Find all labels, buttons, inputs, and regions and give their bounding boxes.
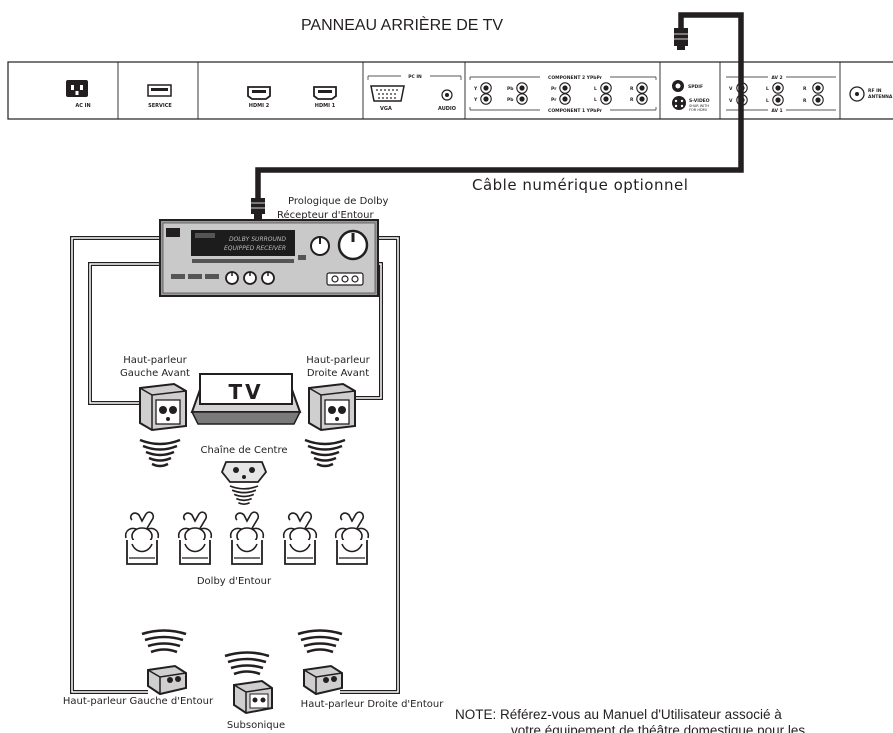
- service-label: SERVICE: [148, 103, 172, 109]
- component-2-label: COMPONENT 2 YPbPr: [548, 75, 603, 81]
- jack-label-r: R: [630, 86, 634, 92]
- svideo-label: S-VIDEO: [689, 98, 710, 104]
- listener-seat: [282, 511, 318, 565]
- receiver-label-line2: Récepteur d'Entour: [277, 209, 374, 221]
- audience-label: Dolby d'Entour: [197, 576, 272, 587]
- pc-in-group: PC IN VGA AUDIO: [367, 74, 462, 112]
- svideo-note-2: FOR HDMI: [689, 108, 707, 112]
- listener-seat: [334, 511, 370, 565]
- hdmi-2-port: HDMI 2: [247, 86, 271, 109]
- front-left-sound-waves: [138, 438, 182, 468]
- tv-label: TV: [228, 380, 263, 404]
- tv-set: TV: [190, 373, 302, 425]
- jack-label-pr: Pr: [551, 86, 557, 92]
- vga-label: VGA: [380, 106, 392, 112]
- jack-label-r: R: [630, 97, 634, 103]
- jack-label-l: L: [594, 86, 597, 92]
- jack-label-v: V: [729, 86, 733, 92]
- center-channel-speaker: [220, 461, 268, 483]
- front-left-label-line1: Haut-parleur: [123, 355, 187, 366]
- receiver-label-line1: Prologique de Dolby: [288, 196, 389, 207]
- hdmi-1-label: HDMI 1: [315, 103, 336, 109]
- receiver-volume-knob: [337, 229, 369, 261]
- front-right-label-line2: Droite Avant: [307, 368, 369, 379]
- center-sound-waves: [229, 485, 259, 506]
- component-1-label: COMPONENT 1 YPbPr: [548, 108, 603, 114]
- jack-label-y: Y: [473, 97, 478, 103]
- surround-right-sound-waves: [296, 629, 344, 654]
- surround-left-label: Haut-parleur Gauche d'Entour: [63, 696, 214, 707]
- audience: [124, 511, 370, 565]
- surround-right-label: Haut-parleur Droite d'Entour: [301, 699, 445, 710]
- surround-left-speaker: [147, 664, 187, 696]
- surround-left-sound-waves: [140, 629, 188, 654]
- pc-in-label: PC IN: [408, 74, 422, 80]
- rf-in-label: RF IN: [868, 88, 882, 94]
- jack-label-l: L: [766, 98, 769, 104]
- front-right-label-line1: Haut-parleur: [306, 355, 370, 366]
- center-channel-label: Chaîne de Centre: [200, 444, 287, 456]
- service-port: SERVICE: [147, 84, 172, 109]
- component-group: COMPONENT 2 YPbPr COMPONENT 1 YPbPr Y Pb…: [469, 75, 657, 114]
- jack-label-v: V: [729, 98, 733, 104]
- ac-in-port: AC IN: [66, 80, 91, 109]
- av-group: AV 2 AV 1 V L R V L R: [726, 75, 836, 114]
- front-left-speaker: [139, 382, 187, 432]
- av-2-label: AV 2: [771, 75, 782, 81]
- ac-in-label: AC IN: [75, 103, 90, 109]
- audio-jack: [441, 89, 453, 101]
- svideo-note-1: SHAR WITH: [689, 104, 709, 108]
- surround-right-speaker: [303, 664, 343, 696]
- listener-seat: [177, 511, 213, 565]
- spdif-label: SPDIF: [688, 84, 703, 90]
- jack-label-pr: Pr: [551, 97, 557, 103]
- receiver-display-line1: DOLBY SURROUND: [229, 236, 286, 243]
- av-1-label: AV 1: [771, 108, 782, 114]
- audio-label: AUDIO: [438, 106, 456, 112]
- listener-seat: [229, 511, 265, 565]
- optical-cable: [251, 12, 744, 219]
- subwoofer: [233, 679, 273, 715]
- jack-label-pb: Pb: [507, 97, 514, 103]
- jack-label-pb: Pb: [507, 86, 514, 92]
- jack-label-l: L: [594, 97, 597, 103]
- note-line-2: votre équipement de théâtre domestique p…: [511, 723, 805, 733]
- front-right-speaker: [308, 382, 356, 432]
- front-right-sound-waves: [303, 438, 347, 468]
- hdmi-2-label: HDMI 2: [249, 103, 270, 109]
- note-line-1: NOTE: Référez-vous au Manuel d'Utilisate…: [455, 707, 782, 722]
- spdif-svideo-group: SPDIF S-VIDEO SHAR WITH FOR HDMI: [672, 80, 710, 112]
- cable-label: Câble numérique optionnel: [472, 176, 688, 194]
- rf-in-port: RF IN ANTENNA: [849, 86, 893, 102]
- hdmi-1-port: HDMI 1: [313, 86, 337, 109]
- jack-label-l: L: [766, 86, 769, 92]
- jack-label-r: R: [803, 86, 807, 92]
- panel-title: PANNEAU ARRIÈRE DE TV: [301, 15, 503, 34]
- subwoofer-label: Subsonique: [227, 720, 285, 731]
- receiver-display-line2: EQUIPPED RECEIVER: [224, 245, 286, 252]
- speaker-wiring: [70, 236, 400, 694]
- front-left-label-line2: Gauche Avant: [120, 368, 190, 379]
- dolby-receiver: DOLBY SURROUND EQUIPPED RECEIVER: [159, 219, 379, 297]
- jack-label-r: R: [803, 98, 807, 104]
- subwoofer-sound-waves: [223, 651, 271, 676]
- listener-seat: [124, 511, 160, 565]
- jack-label-y: Y: [473, 86, 478, 92]
- receiver-knob-small: [310, 236, 330, 256]
- antenna-label: ANTENNA: [868, 94, 893, 100]
